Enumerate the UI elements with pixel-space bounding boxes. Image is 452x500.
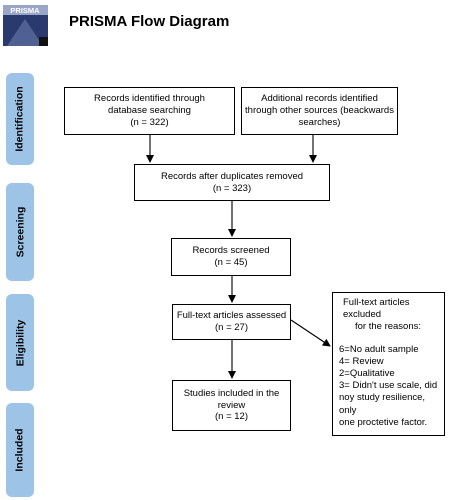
box-line: through other sources (beackwards [245, 105, 394, 117]
box-line: Records screened [192, 245, 270, 257]
phase-eligibility: Eligibility [6, 294, 34, 391]
box-line: (n = 322) [130, 116, 169, 128]
box-line: (n = 323) [212, 182, 252, 194]
box-line: (n = 45) [214, 257, 248, 268]
svg-text:PRISMA: PRISMA [10, 6, 40, 15]
box-line: Full-text articles assessed [176, 310, 287, 322]
phase-screening: Screening [6, 183, 34, 281]
excluded-reason: one proctetive factor. [339, 416, 428, 428]
arrow-fulltext-to-excluded [290, 319, 331, 347]
box-line: searches) [298, 116, 341, 128]
records-screened-box: Records screened (n = 45) [171, 238, 291, 276]
box-line: (n = 27) [214, 322, 248, 333]
excluded-reason: 6=No adult sample [339, 344, 419, 356]
box-line: Records after duplicates removed [160, 170, 304, 182]
excluded-reason: noy study resilience, only [339, 392, 426, 416]
prisma-logo: PRISMA [3, 5, 48, 46]
excluded-heading: for the reasons: [355, 321, 422, 333]
excluded-spacer [339, 333, 440, 344]
studies-included-box: Studies included in the review (n = 12) [172, 380, 291, 431]
box-line: database searching [108, 105, 191, 117]
phase-included: Included [6, 403, 34, 497]
records-database-box: Records identified through database sear… [64, 87, 235, 135]
fulltext-excluded-box: Full-text articles excluded for the reas… [332, 292, 445, 436]
excluded-reason: 4= Review [339, 356, 384, 368]
fulltext-assessed-box: Full-text articles assessed (n = 27) [172, 304, 291, 340]
duplicates-removed-box: Records after duplicates removed (n = 32… [134, 164, 330, 201]
box-line: (n = 12) [214, 411, 248, 423]
page-title: PRISMA Flow Diagram [69, 13, 230, 30]
excluded-heading: Full-text articles excluded [343, 297, 410, 321]
excluded-reason: 2=Qualitative [339, 368, 395, 380]
box-line: Studies included in the [183, 387, 280, 399]
box-line: Additional records identified [261, 93, 378, 105]
box-line: review [217, 399, 246, 411]
box-line: Records identified through [94, 93, 205, 105]
phase-identification: Identification [6, 73, 34, 165]
excluded-reason: 3= Didn't use scale, did [339, 380, 438, 392]
records-other-sources-box: Additional records identified through ot… [241, 87, 398, 135]
